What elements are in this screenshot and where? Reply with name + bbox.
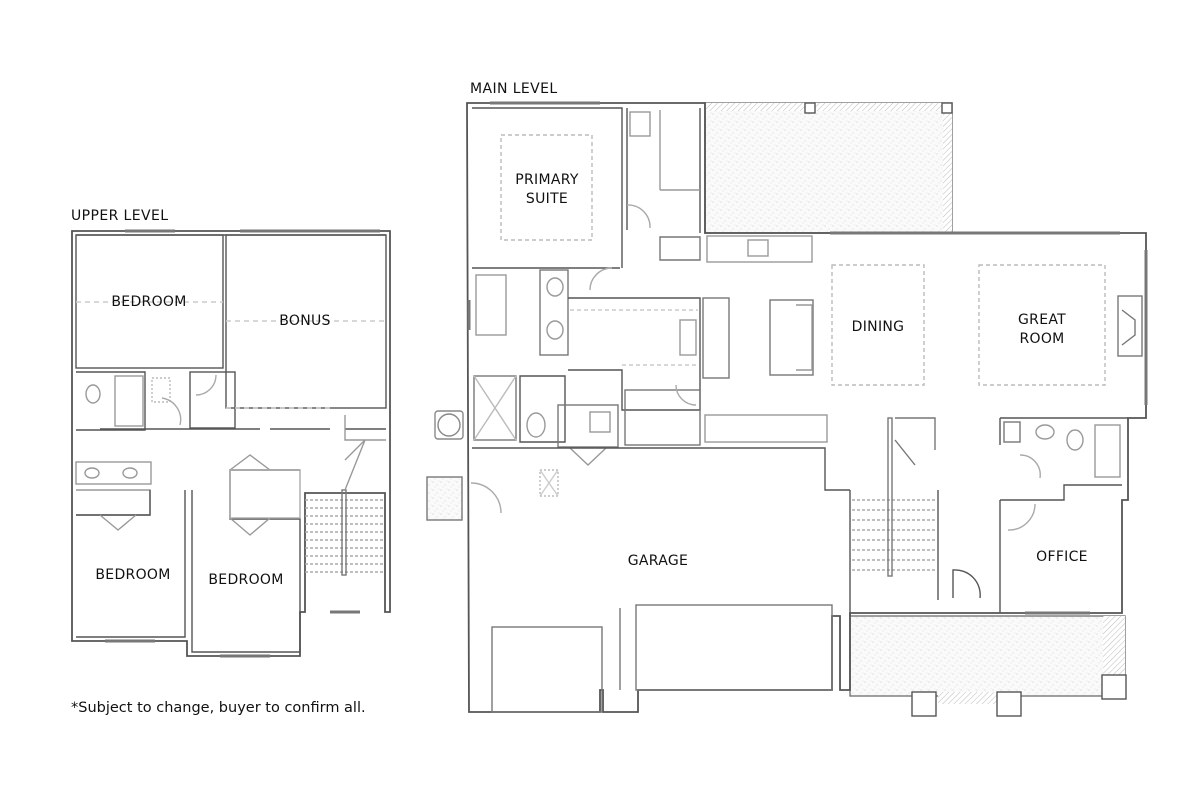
room-label-great-room: GREAT ROOM xyxy=(1018,312,1066,347)
room-label-office: OFFICE xyxy=(1036,549,1088,565)
main-level-title: MAIN LEVEL xyxy=(470,81,558,97)
main-level-plan xyxy=(426,101,1148,717)
room-label-dining: DINING xyxy=(851,319,905,335)
room-label-primary-suite: PRIMARY SUITE xyxy=(515,172,579,207)
room-label-upper-bedroom-2: BEDROOM xyxy=(95,567,171,583)
room-label-garage: GARAGE xyxy=(627,553,689,569)
room-label-upper-bedroom-1: BEDROOM xyxy=(111,294,187,310)
upper-level-title: UPPER LEVEL xyxy=(71,208,169,224)
room-label-upper-bedroom-3: BEDROOM xyxy=(208,572,284,588)
upper-level-plan xyxy=(71,229,391,658)
room-label-bonus: BONUS xyxy=(279,313,331,329)
disclaimer-note: *Subject to change, buyer to confirm all… xyxy=(71,700,366,716)
